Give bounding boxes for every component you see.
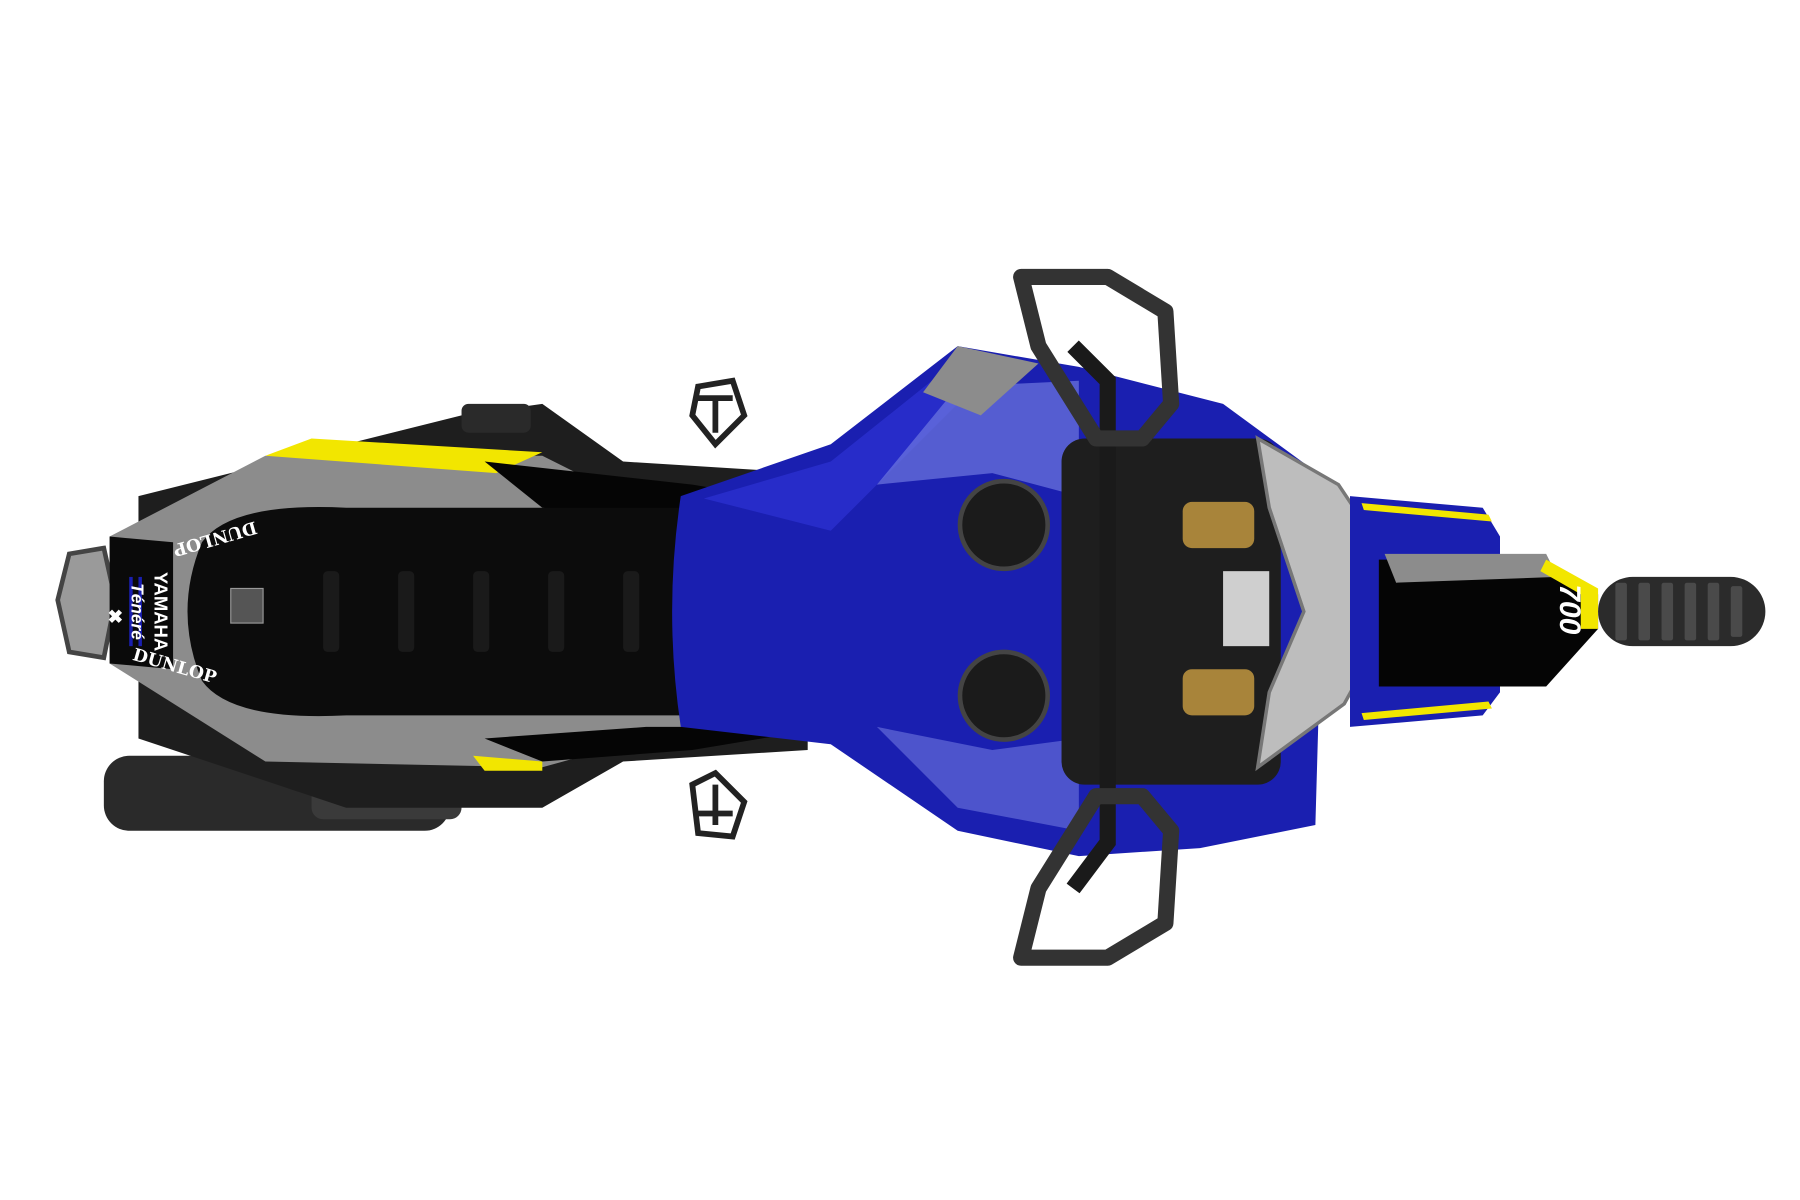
reservoir-top xyxy=(1182,501,1255,549)
mudguard-yellow-chevron xyxy=(1540,559,1599,629)
fender-yellow-bottom xyxy=(1361,701,1492,720)
display-screen xyxy=(1223,571,1270,647)
yellow-stripe-top xyxy=(265,438,543,474)
mirror-left xyxy=(689,377,748,449)
x-logo: ✖ xyxy=(108,606,123,627)
reservoir-bottom xyxy=(1182,669,1255,716)
footpeg-top xyxy=(461,403,531,433)
fuel-cap-bottom xyxy=(957,649,1050,742)
tank-gray-wing xyxy=(923,346,1039,416)
mirror-right xyxy=(689,769,748,840)
handlebar xyxy=(1066,340,1116,894)
tyre-knobs xyxy=(1615,582,1743,641)
fuel-cap-top xyxy=(957,478,1050,572)
fender-yellow-top xyxy=(1361,503,1492,522)
tank-highlight-bottom xyxy=(876,726,1079,831)
front-mudguard xyxy=(1378,559,1599,687)
blue-stripe-2 xyxy=(138,576,142,647)
tank-highlight-gray xyxy=(876,380,1079,497)
mudguard-gray-strip xyxy=(1384,553,1558,583)
tail-light xyxy=(55,545,118,661)
yellow-stripe-bottom xyxy=(473,755,543,771)
decal-tenere: Ténéré xyxy=(128,583,148,640)
decal-700: 700 xyxy=(1553,584,1586,634)
decal-yamaha: YAMAHA xyxy=(151,572,172,651)
tank-highlight-top xyxy=(703,369,981,531)
handguard-bottom xyxy=(1013,788,1180,966)
handguard-top xyxy=(1013,268,1180,447)
seat xyxy=(187,506,831,717)
black-side-band-bottom xyxy=(484,726,831,762)
blue-stripe-1 xyxy=(129,576,133,647)
seat-badge xyxy=(230,587,264,624)
